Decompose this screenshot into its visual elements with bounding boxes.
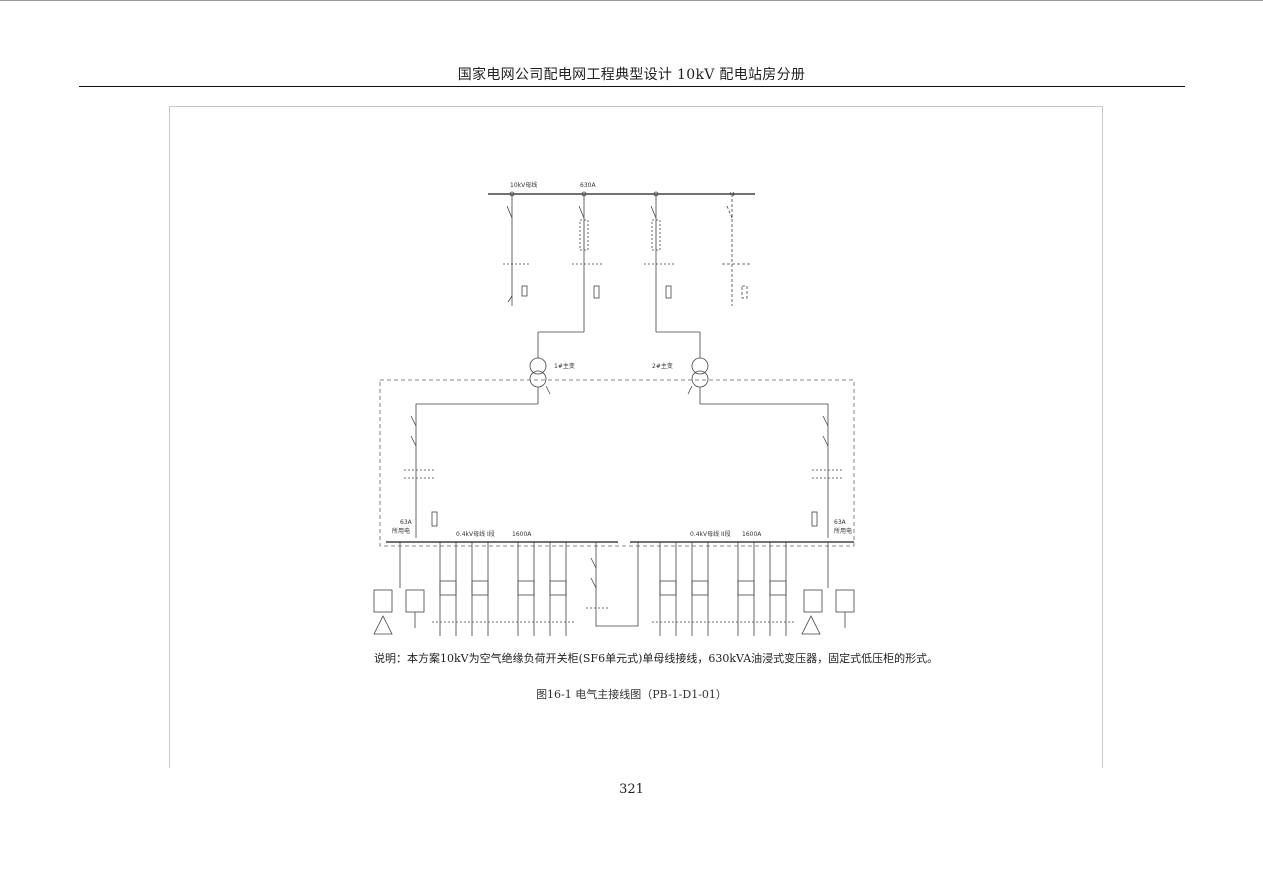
lv-outgoing-feeders-2 xyxy=(652,542,794,636)
lv-incomer-2: 63A 所用电 xyxy=(700,403,852,538)
transformer-1: 1#主变 xyxy=(529,357,575,404)
transformer-1-label: 1#主变 xyxy=(554,362,575,370)
capacitor-bank-1 xyxy=(373,542,425,635)
feeder-4-spare xyxy=(722,191,752,306)
lv-enclosure xyxy=(379,379,855,547)
bus-04kv-2-label: 0.4kV母线 II段 xyxy=(690,530,731,538)
feeder-2 xyxy=(537,191,602,358)
aux-left-label: 所用电 xyxy=(392,527,410,535)
bus-10kv-rating: 630A xyxy=(580,182,596,189)
transformer-2: 2#主变 xyxy=(652,357,709,404)
lv-outgoing-feeders-1 xyxy=(432,542,574,636)
bus-04kv-2-rating: 1600A xyxy=(742,531,762,538)
drawing-frame xyxy=(169,106,1103,768)
page-header-title: 国家电网公司配电网工程典型设计 10kV 配电站房分册 xyxy=(457,67,806,83)
lv-incomer-1: 63A 所用电 xyxy=(392,403,538,538)
top-edge-rule xyxy=(0,0,1263,1)
bus-tie xyxy=(586,542,639,627)
aux-right-rating: 63A xyxy=(834,519,847,526)
bus-04kv-1-label: 0.4kV母线 I段 xyxy=(456,530,495,538)
design-note: 说明：本方案10kV为空气绝缘负荷开关柜(SF6单元式)单母线接线，630kVA… xyxy=(374,652,939,665)
bus-04kv-1-rating: 1600A xyxy=(512,531,532,538)
page-number: 321 xyxy=(619,782,644,797)
header-rule xyxy=(79,86,1185,87)
figure-caption: 图16-1 电气主接线图（PB-1-D1-01） xyxy=(536,688,727,701)
electrical-wiring-diagram: 10kV母线 630A xyxy=(360,176,880,646)
aux-left-rating: 63A xyxy=(400,519,413,526)
feeder-3 xyxy=(644,191,701,358)
feeder-1 xyxy=(503,191,530,306)
aux-right-label: 所用电 xyxy=(834,527,852,535)
capacitor-bank-2 xyxy=(801,542,855,635)
transformer-2-label: 2#主变 xyxy=(652,362,673,370)
bus-10kv-label: 10kV母线 xyxy=(510,181,537,189)
